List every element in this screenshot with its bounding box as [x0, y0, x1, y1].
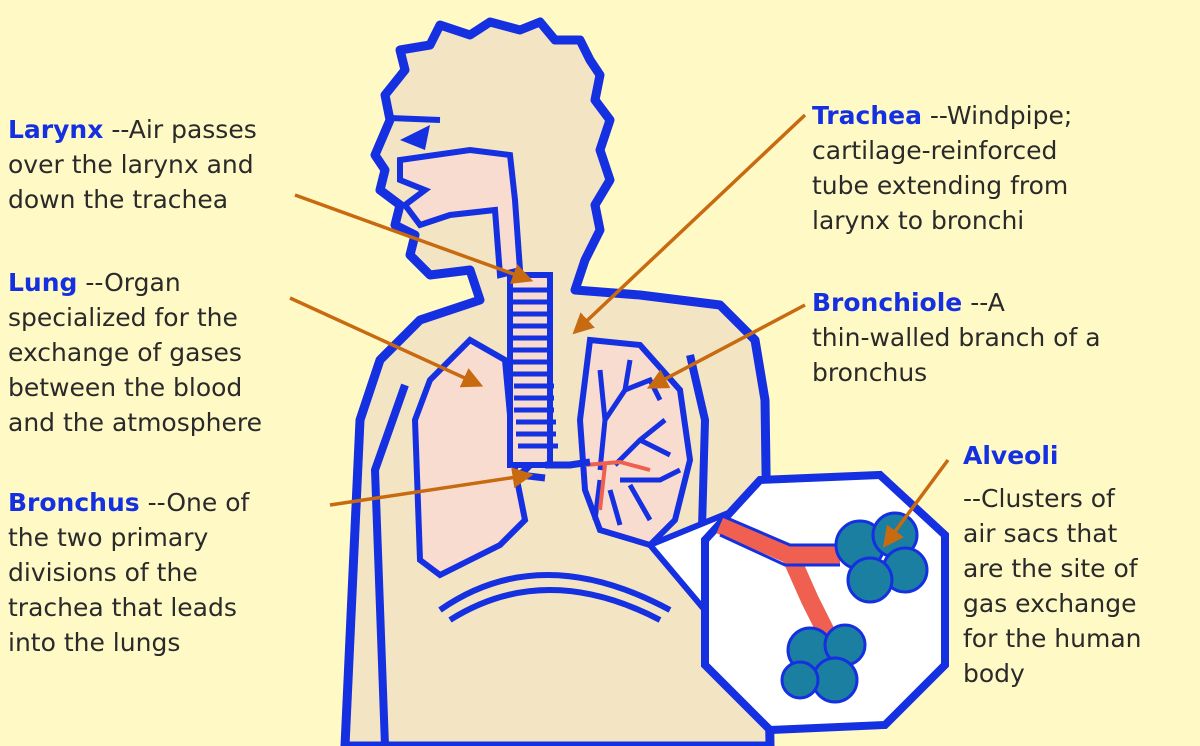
alveoli-clusters [780, 511, 929, 704]
bronchiole-line: bronchus [812, 358, 928, 387]
trachea-arrow [572, 113, 807, 335]
alveoli-arrow [882, 458, 950, 548]
alveoli-line: --Clusters of [963, 484, 1115, 513]
left-arm-line [370, 383, 409, 746]
trachea-line: larynx to bronchi [812, 206, 1025, 235]
larynx-arrow [294, 193, 534, 284]
alveoli-label: Alveoli --Clusters of air sacs that are … [963, 438, 1142, 691]
bronchus-line: into the lungs [8, 628, 181, 657]
trachea-line: cartilage-reinforced [812, 136, 1058, 165]
bronchiole-arrow [646, 303, 806, 389]
larynx-line: --Air passes [111, 115, 257, 144]
larynx-term: Larynx [8, 115, 104, 144]
alveoli-line: air sacs that [963, 519, 1118, 548]
lung-line: exchange of gases [8, 338, 242, 367]
alveoli-line: gas exchange [963, 589, 1137, 618]
pulmonary-vessel [584, 459, 651, 511]
eye-icon [400, 125, 430, 150]
bronchus-arrow [329, 467, 534, 507]
trachea-line: tube extending from [812, 171, 1069, 200]
magnified-bronchiole [716, 516, 840, 645]
trachea-line: --Windpipe; [929, 101, 1073, 130]
bronchiole-line: --A [970, 288, 1005, 317]
lung-line: specialized for the [8, 303, 238, 332]
lung-line: between the blood [8, 373, 243, 402]
alveoli-line: for the human [963, 624, 1142, 653]
trachea-term: Trachea [812, 101, 922, 130]
alveoli-line: body [963, 659, 1025, 688]
alveoli-line: are the site of [963, 554, 1138, 583]
bronchiole-line: thin-walled branch of a [812, 323, 1101, 352]
lung-term: Lung [8, 268, 78, 297]
larynx-line: down the trachea [8, 185, 229, 214]
bronchus-label: Bronchus --One of the two primary divisi… [8, 485, 249, 660]
bronchus-line: divisions of the [8, 558, 198, 587]
bronchus-line: the two primary [8, 523, 209, 552]
lung-arrow [289, 296, 484, 388]
trachea-label: Trachea --Windpipe; cartilage-reinforced… [812, 98, 1072, 238]
bronchiole-term: Bronchiole [812, 288, 963, 317]
lung-label: Lung --Organ specialized for the exchang… [8, 265, 262, 440]
bronchus-line: --One of [147, 488, 250, 517]
eyebrow [389, 115, 441, 123]
larynx-line: over the larynx and [8, 150, 254, 179]
alveoli-term: Alveoli [963, 441, 1059, 470]
lung-line: and the atmosphere [8, 408, 262, 437]
larynx-label: Larynx --Air passes over the larynx and … [8, 112, 257, 217]
diaphragm [438, 572, 672, 623]
bronchiole-label: Bronchiole --A thin-walled branch of a b… [812, 285, 1101, 390]
nasal-cavity [397, 146, 524, 279]
lung-line: --Organ [85, 268, 181, 297]
bronchus-term: Bronchus [8, 488, 140, 517]
pointer-arrows [289, 113, 950, 548]
bronchus-line: trachea that leads [8, 593, 237, 622]
